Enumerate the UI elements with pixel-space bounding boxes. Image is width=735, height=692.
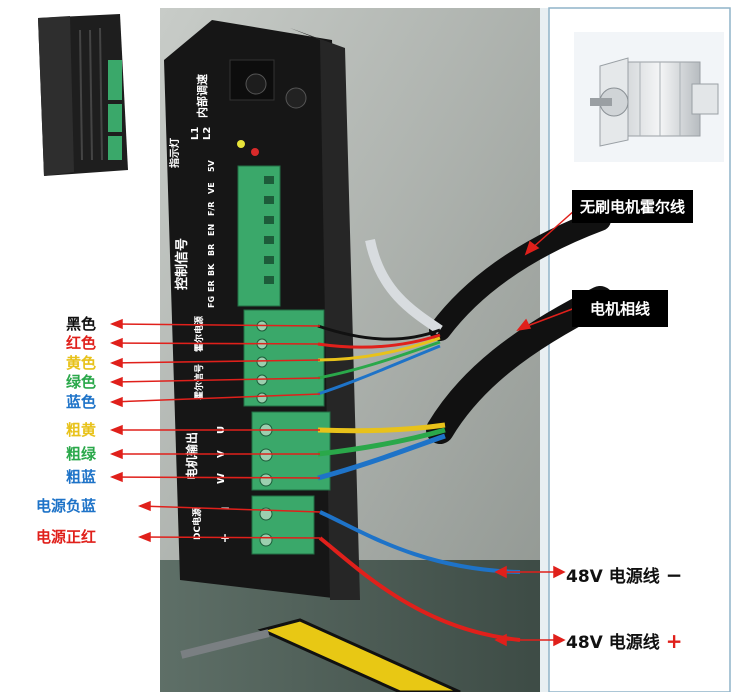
power-positive-label: 48V 电源线+	[566, 628, 683, 653]
control-pin-en: EN	[207, 224, 216, 236]
power-negative-text: 48V 电源线	[566, 567, 660, 587]
wires	[317, 324, 521, 642]
motor-image	[574, 32, 724, 162]
control-pin-fg: FG	[207, 296, 216, 308]
terminal-screws	[256, 320, 273, 547]
label-arrows	[109, 209, 576, 647]
indicator-label: 指示灯	[168, 138, 181, 168]
label-blue: 蓝色	[66, 393, 97, 411]
label-thick-green: 粗绿	[66, 445, 97, 463]
hall-signal-label: 霍尔信号	[193, 364, 205, 400]
power-pin-neg: −	[220, 501, 230, 515]
power-positive-text: 48V 电源线	[566, 633, 660, 653]
control-signal-label: 控制信号	[174, 238, 190, 290]
speed-title: 内部调速	[195, 74, 209, 118]
power-positive-sign: +	[665, 629, 683, 653]
screwdriver	[180, 618, 461, 692]
control-pin-bk: BK	[207, 263, 216, 276]
driver-thumbnail	[32, 12, 132, 176]
dc-power-label: DC电源	[191, 508, 203, 540]
label-thick-blue: 粗蓝	[66, 468, 97, 486]
motor-output-label: 电机输出	[184, 432, 199, 480]
callout-phase-line: 电机相线	[572, 290, 669, 327]
control-pin-br: BR	[207, 244, 216, 256]
label-power-negative: 电源负蓝	[36, 497, 97, 515]
label-yellow: 黄色	[66, 354, 97, 372]
control-pin-fr: F/R	[207, 201, 216, 216]
power-negative-label: 48V 电源线−	[566, 562, 683, 587]
hall-power-label: 霍尔电源	[193, 316, 205, 352]
label-black: 黑色	[66, 315, 97, 333]
label-red: 红色	[66, 334, 97, 352]
control-pin-ve: VE	[207, 182, 216, 194]
label-thick-yellow: 粗黄	[66, 421, 97, 439]
control-pin-5v: 5V	[207, 159, 216, 172]
control-pin-er: ER	[207, 280, 216, 292]
speed-row-l1: L1	[190, 127, 201, 140]
callout-hall-line: 无刷电机霍尔线	[572, 190, 694, 223]
label-power-positive: 电源正红	[36, 528, 97, 546]
label-green: 绿色	[66, 373, 97, 391]
power-negative-sign: −	[665, 563, 683, 587]
speed-row-l2: L2	[202, 127, 213, 140]
motor-pin-w: W	[216, 473, 227, 484]
